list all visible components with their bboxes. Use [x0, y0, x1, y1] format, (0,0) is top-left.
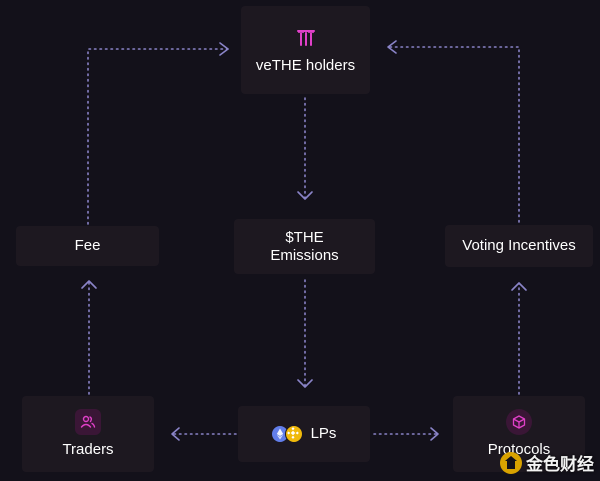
- arrowhead-down-emissions: [297, 191, 313, 200]
- connector-voting-to-vethe: [387, 46, 520, 223]
- lps-label: LPs: [310, 425, 337, 442]
- vethe-holders-label: veTHE holders: [255, 57, 356, 74]
- node-emissions: $THE Emissions: [234, 219, 375, 274]
- arrowhead-up-fee: [81, 280, 97, 289]
- node-protocols: Protocols: [453, 396, 585, 472]
- watermark: 金色财经: [500, 450, 594, 475]
- arrowhead-down-lps: [297, 379, 313, 388]
- fee-label: Fee: [74, 237, 101, 254]
- watermark-logo-icon: [500, 451, 522, 474]
- node-fee: Fee: [16, 226, 159, 266]
- traders-label: Traders: [62, 441, 114, 458]
- voting-incentives-label: Voting Incentives: [462, 237, 576, 254]
- node-vethe-holders: veTHE holders: [241, 6, 370, 94]
- the-logo-icon: [293, 25, 319, 51]
- node-lps: LPs: [238, 406, 370, 462]
- emissions-line1: $THE: [285, 228, 324, 246]
- arrowhead-left-traders: [171, 427, 180, 441]
- arrowhead-left-vethe: [387, 40, 397, 54]
- arrowhead-right-vethe: [219, 42, 229, 56]
- bnb-icon: [284, 425, 303, 443]
- arrowhead-up-voting: [511, 282, 527, 291]
- watermark-text: 金色财经: [526, 455, 594, 474]
- arrowhead-right-protocols: [430, 427, 439, 441]
- eth-icon: [271, 426, 288, 442]
- connector-fee-to-vethe: [87, 48, 229, 225]
- emissions-line2: Emissions: [270, 246, 339, 264]
- users-icon: [75, 409, 101, 435]
- node-voting-incentives: Voting Incentives: [445, 225, 593, 267]
- node-traders: Traders: [22, 396, 154, 472]
- cube-icon: [506, 409, 532, 435]
